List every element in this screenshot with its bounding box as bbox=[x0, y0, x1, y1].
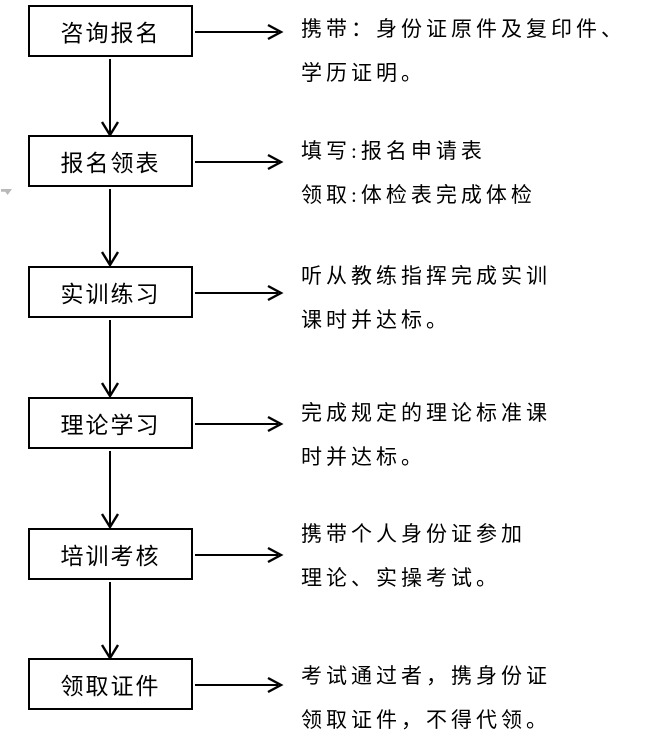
right-arrow-icon bbox=[195, 284, 284, 302]
right-arrow-icon bbox=[195, 415, 284, 433]
step-box: 报名领表 bbox=[28, 135, 193, 187]
step-description: 填写:报名申请表 领取:体检表完成体检 bbox=[301, 129, 651, 217]
step-description: 完成规定的理论标准课 时并达标。 bbox=[301, 391, 651, 479]
step-description: 听从教练指挥完成实训 课时并达标。 bbox=[301, 254, 651, 342]
description-line-2: 理论、实操考试。 bbox=[301, 566, 501, 590]
step-description: 携带：身份证原件及复印件、 学历证明。 bbox=[301, 7, 651, 95]
description-line-2: 领取:体检表完成体检 bbox=[301, 183, 536, 207]
flow-step-3: 实训练习 听从教练指挥完成实训 课时并达标。 bbox=[0, 264, 659, 398]
step-box: 培训考核 bbox=[28, 528, 193, 580]
description-line-2: 领取证件，不得代领。 bbox=[301, 708, 551, 732]
step-box: 实训练习 bbox=[28, 266, 193, 318]
description-line-1: 听从教练指挥完成实训 bbox=[301, 264, 551, 288]
right-arrow-icon bbox=[195, 153, 284, 171]
description-line-1: 考试通过者，携身份证 bbox=[301, 664, 551, 688]
step-box: 咨询报名 bbox=[28, 5, 193, 57]
step-label: 咨询报名 bbox=[60, 21, 161, 46]
right-arrow-icon bbox=[195, 676, 284, 694]
description-line-2: 时并达标。 bbox=[301, 445, 426, 469]
description-line-1: 填写:报名申请表 bbox=[301, 139, 486, 163]
down-arrow-icon bbox=[100, 451, 120, 529]
down-arrow-icon bbox=[100, 320, 120, 398]
flow-step-6: 领取证件 考试通过者，携身份证 领取证件，不得代领。 bbox=[0, 658, 659, 756]
down-arrow-icon bbox=[100, 59, 120, 137]
step-box: 领取证件 bbox=[28, 658, 193, 710]
step-label: 领取证件 bbox=[60, 674, 161, 699]
flow-step-1: 咨询报名 携带：身份证原件及复印件、 学历证明。 bbox=[0, 5, 659, 137]
step-label: 理论学习 bbox=[60, 413, 161, 438]
down-arrow-icon bbox=[100, 582, 120, 660]
description-line-2: 课时并达标。 bbox=[301, 308, 451, 332]
flow-step-2: 报名领表 填写:报名申请表 领取:体检表完成体检 bbox=[0, 135, 659, 267]
right-arrow-icon bbox=[195, 546, 284, 564]
description-line-2: 学历证明。 bbox=[301, 61, 426, 85]
description-line-1: 携带个人身份证参加 bbox=[301, 522, 526, 546]
step-label: 实训练习 bbox=[60, 282, 161, 307]
step-description: 携带个人身份证参加 理论、实操考试。 bbox=[301, 512, 651, 600]
description-line-1: 携带：身份证原件及复印件、 bbox=[301, 17, 626, 41]
step-label: 培训考核 bbox=[60, 544, 161, 569]
step-box: 理论学习 bbox=[28, 397, 193, 449]
description-line-1: 完成规定的理论标准课 bbox=[301, 401, 551, 425]
right-arrow-icon bbox=[195, 23, 284, 41]
flow-step-5: 培训考核 携带个人身份证参加 理论、实操考试。 bbox=[0, 522, 659, 660]
step-label: 报名领表 bbox=[60, 151, 161, 176]
down-arrow-icon bbox=[100, 189, 120, 267]
flow-step-4: 理论学习 完成规定的理论标准课 时并达标。 bbox=[0, 397, 659, 529]
stray-mark-icon bbox=[1, 189, 12, 195]
step-description: 考试通过者，携身份证 领取证件，不得代领。 bbox=[301, 654, 651, 742]
